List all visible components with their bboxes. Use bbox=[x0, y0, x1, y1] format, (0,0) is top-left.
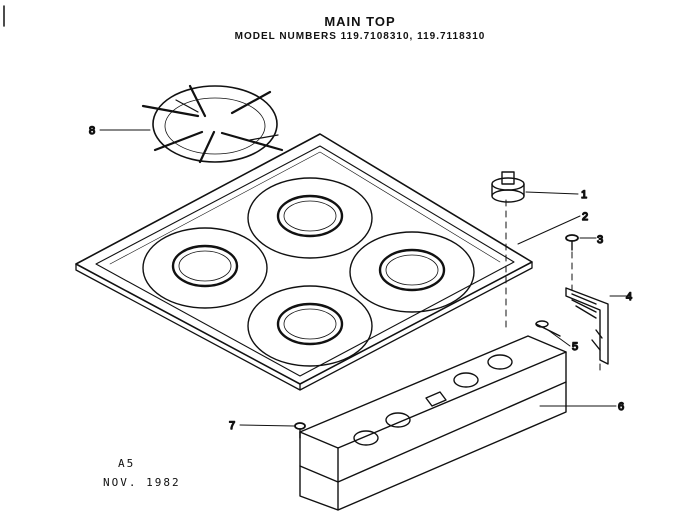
diagram-title: MAIN TOP bbox=[324, 14, 396, 29]
control-knob bbox=[491, 171, 525, 203]
callout-1: 1 bbox=[581, 189, 587, 201]
callout-8: 8 bbox=[89, 125, 95, 137]
screw-part-3 bbox=[565, 234, 579, 251]
burner-grate bbox=[141, 84, 284, 164]
screw-part-7 bbox=[294, 422, 306, 439]
mounting-bracket bbox=[565, 287, 609, 365]
callout-5: 5 bbox=[572, 341, 578, 353]
control-panel-rail bbox=[299, 335, 567, 511]
callout-3: 3 bbox=[597, 234, 603, 246]
diagram-subtitle: MODEL NUMBERS 119.7108310, 119.7118310 bbox=[234, 31, 486, 42]
assembly-guides bbox=[505, 199, 601, 373]
burner-openings bbox=[142, 177, 475, 367]
footer-code: A5 bbox=[118, 457, 136, 470]
main-top-panel bbox=[75, 133, 533, 391]
clip-part-5 bbox=[535, 320, 561, 337]
callout-4: 4 bbox=[626, 291, 632, 303]
callout-6: 6 bbox=[618, 401, 624, 413]
leader-lines bbox=[99, 129, 629, 427]
footer-date: NOV. 1982 bbox=[103, 476, 181, 489]
callout-7: 7 bbox=[229, 420, 235, 432]
callout-2: 2 bbox=[582, 211, 588, 223]
